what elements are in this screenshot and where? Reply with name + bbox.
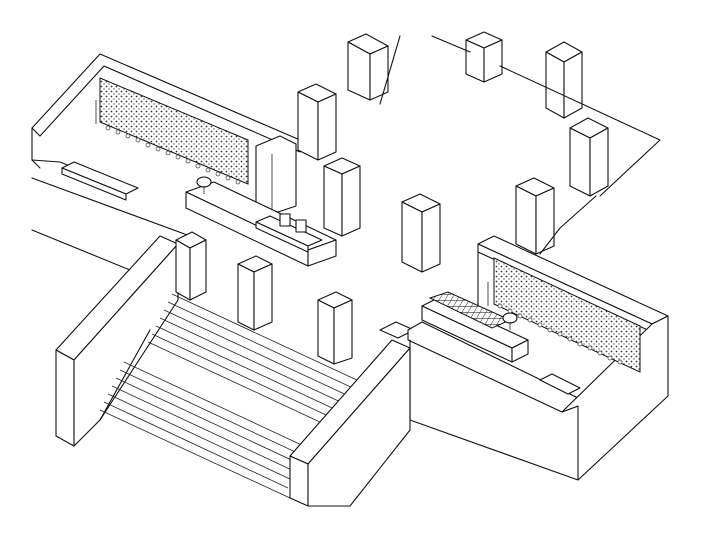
column xyxy=(569,117,609,197)
reception-desk-left xyxy=(185,176,337,267)
desk-lamp-icon xyxy=(196,176,212,194)
right-feature-wall xyxy=(487,257,641,373)
columns xyxy=(237,31,609,365)
column xyxy=(545,41,583,119)
column xyxy=(237,255,273,331)
left-feature-wall xyxy=(95,77,249,185)
column xyxy=(401,193,441,273)
chair-icon xyxy=(279,213,307,233)
back-floor-edges xyxy=(379,35,661,255)
column xyxy=(465,31,503,83)
column xyxy=(323,157,361,237)
left-bench xyxy=(61,161,139,201)
column xyxy=(515,177,555,255)
right-room-walls xyxy=(407,235,669,481)
stair-post xyxy=(175,231,207,301)
left-wall-lamps xyxy=(105,125,241,185)
left-partition xyxy=(255,135,297,215)
column xyxy=(297,83,337,161)
column xyxy=(317,291,353,365)
right-wall-lamps xyxy=(497,303,623,365)
column xyxy=(347,33,389,101)
staircase xyxy=(99,293,375,499)
reception-desk-right xyxy=(421,291,529,363)
stair-center-wall xyxy=(289,321,415,507)
stair-left-wall xyxy=(55,235,179,447)
left-room-walls xyxy=(31,53,301,271)
right-floor-bench xyxy=(539,373,581,395)
desk-lamp-icon xyxy=(502,312,518,330)
